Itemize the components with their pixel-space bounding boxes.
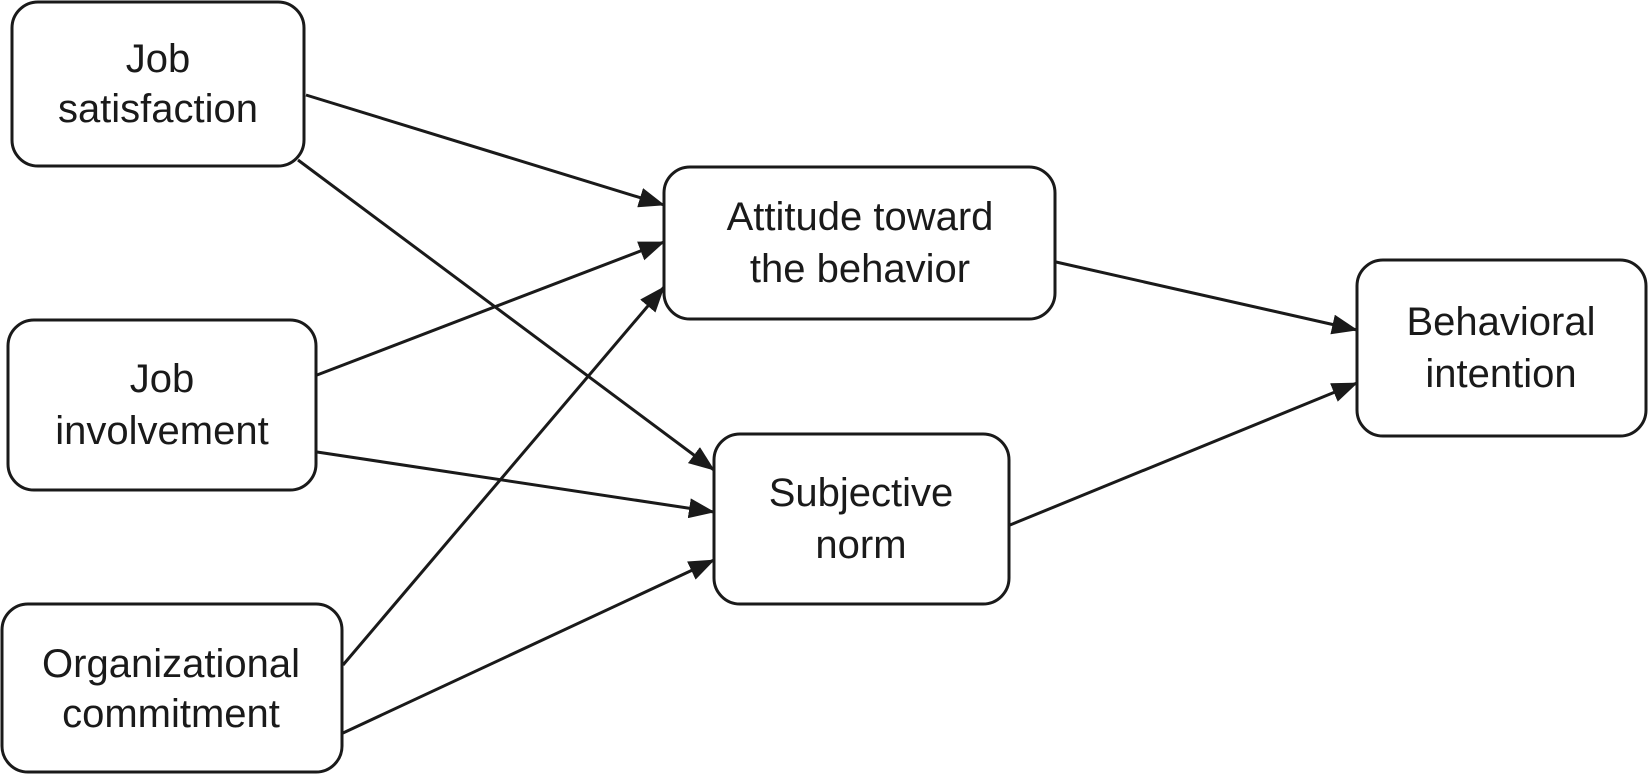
node-box [6, 318, 318, 492]
node-label-line: norm [815, 523, 906, 567]
edge-job-involvement-to-subjective-norm [316, 450, 715, 519]
node-label-line: Subjective [769, 471, 954, 515]
node-box [1355, 258, 1648, 438]
node-label-line: Behavioral [1406, 300, 1595, 344]
edge-job-satisfaction-to-attitude [305, 93, 665, 208]
edges [297, 93, 1358, 735]
node-label-line: Job [126, 37, 191, 81]
node-organizational-commitment: Organizational commitment [0, 602, 344, 774]
edge-organizational-commitment-to-attitude [341, 286, 666, 666]
edge-subjective-norm-to-behavioral-intention [1009, 381, 1358, 527]
edge-job-satisfaction-to-subjective-norm [297, 158, 715, 472]
node-behavioral-intention: Behavioral intention [1355, 258, 1648, 438]
edge-organizational-commitment-to-subjective-norm [342, 558, 715, 735]
node-box [712, 432, 1011, 606]
node-box [0, 602, 344, 774]
node-label-line: Attitude toward [727, 195, 994, 239]
node-label-line: Job [130, 357, 195, 401]
edge-attitude-to-behavioral-intention [1055, 260, 1358, 335]
node-label-line: the behavior [750, 247, 970, 291]
node-label-line: involvement [55, 409, 268, 453]
edge-job-involvement-to-attitude [316, 240, 665, 377]
node-box [662, 165, 1057, 321]
node-label-line: commitment [62, 692, 280, 736]
node-job-involvement: Job involvement [6, 318, 318, 492]
node-job-satisfaction: Job satisfaction [10, 0, 306, 168]
node-label-line: Organizational [42, 642, 300, 686]
node-label-line: intention [1425, 352, 1576, 396]
node-attitude-toward-the-behavior: Attitude toward the behavior [662, 165, 1057, 321]
node-label-line: satisfaction [58, 87, 258, 131]
node-subjective-norm: Subjective norm [712, 432, 1011, 606]
node-box [10, 0, 306, 168]
